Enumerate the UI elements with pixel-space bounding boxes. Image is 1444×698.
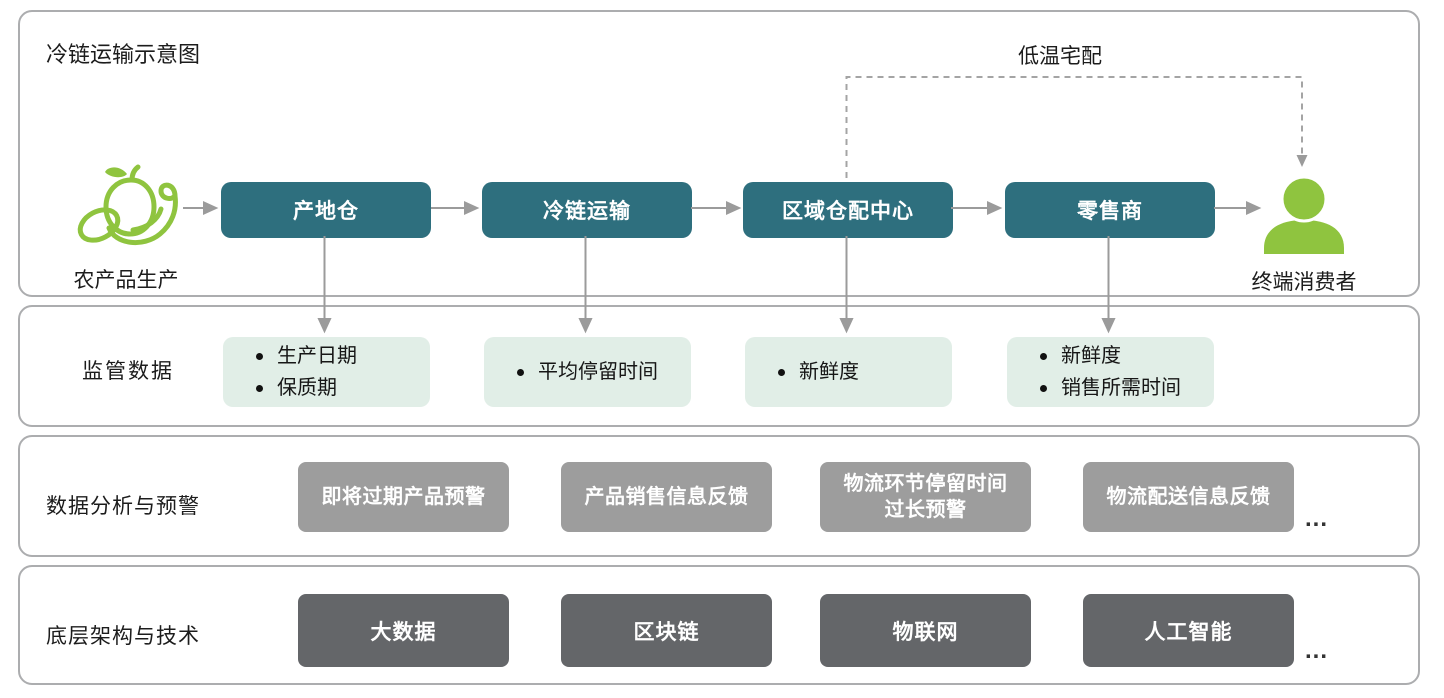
- infrastructure-box-3: 人工智能: [1083, 594, 1294, 667]
- bullet-dot-icon: [256, 384, 263, 392]
- flow-node-origin-warehouse: 产地仓: [221, 182, 431, 238]
- bullet-dot-icon: [256, 352, 263, 360]
- source-label: 农产品生产: [73, 269, 179, 292]
- analysis-box-2: 物流环节停留时间 过长预警: [820, 462, 1031, 532]
- flow-node-regional-distribution-center: 区域仓配中心: [743, 182, 953, 238]
- consumer-label: 终端消费者: [1251, 271, 1357, 294]
- infrastructure-more-ellipsis: ...: [1305, 637, 1329, 664]
- supervision-item: 平均停留时间: [517, 356, 691, 388]
- supervision-box-1: 平均停留时间: [484, 337, 691, 407]
- bullet-dot-icon: [517, 368, 524, 376]
- bullet-dot-icon: [778, 368, 785, 376]
- bullet-dot-icon: [1040, 352, 1047, 360]
- supervision-item: 销售所需时间: [1040, 372, 1214, 404]
- consumer-person-icon: [1260, 175, 1348, 256]
- supervision-item-label: 保质期: [277, 377, 337, 399]
- supervision-box-2: 新鲜度: [745, 337, 952, 407]
- analysis-more-ellipsis: ...: [1305, 505, 1329, 532]
- flow-node-retailer: 零售商: [1005, 182, 1215, 238]
- flow-node-cold-chain-transport: 冷链运输: [482, 182, 692, 238]
- infrastructure-box-0: 大数据: [298, 594, 509, 667]
- analysis-box-1: 产品销售信息反馈: [561, 462, 772, 532]
- fruit-icon: [75, 164, 187, 252]
- supervision-item-label: 平均停留时间: [538, 361, 658, 383]
- panel-infrastructure: 底层架构与技术 大数据区块链物联网人工智能 ...: [18, 565, 1420, 685]
- analysis-box-3: 物流配送信息反馈: [1083, 462, 1294, 532]
- supervision-item-label: 销售所需时间: [1061, 377, 1181, 399]
- supervision-item: 生产日期: [256, 340, 430, 372]
- panel-title-analysis: 数据分析与预警: [46, 495, 200, 518]
- panel-supervision-data: 监管数据 生产日期保质期平均停留时间新鲜度新鲜度销售所需时间: [18, 305, 1420, 427]
- infrastructure-box-1: 区块链: [561, 594, 772, 667]
- infrastructure-box-2: 物联网: [820, 594, 1031, 667]
- panel-flow-diagram: 冷链运输示意图 农产品生产 产地仓冷链运输区域仓配中心零售商 低温宅配: [18, 10, 1420, 297]
- panel-title-supervision: 监管数据: [82, 360, 174, 383]
- panel-analysis-warning: 数据分析与预警 即将过期产品预警产品销售信息反馈物流环节停留时间 过长预警物流配…: [18, 435, 1420, 557]
- bullet-dot-icon: [1040, 384, 1047, 392]
- supervision-item: 新鲜度: [778, 356, 952, 388]
- supervision-box-3: 新鲜度销售所需时间: [1007, 337, 1214, 407]
- supervision-item: 新鲜度: [1040, 340, 1214, 372]
- panel-title-infrastructure: 底层架构与技术: [46, 625, 200, 648]
- supervision-item-label: 新鲜度: [799, 361, 859, 383]
- supervision-item-label: 新鲜度: [1061, 345, 1121, 367]
- home-delivery-label: 低温宅配: [1018, 45, 1102, 68]
- panel-title-flow: 冷链运输示意图: [46, 42, 201, 67]
- supervision-item-label: 生产日期: [277, 345, 357, 367]
- supervision-box-0: 生产日期保质期: [223, 337, 430, 407]
- supervision-item: 保质期: [256, 372, 430, 404]
- analysis-box-0: 即将过期产品预警: [298, 462, 509, 532]
